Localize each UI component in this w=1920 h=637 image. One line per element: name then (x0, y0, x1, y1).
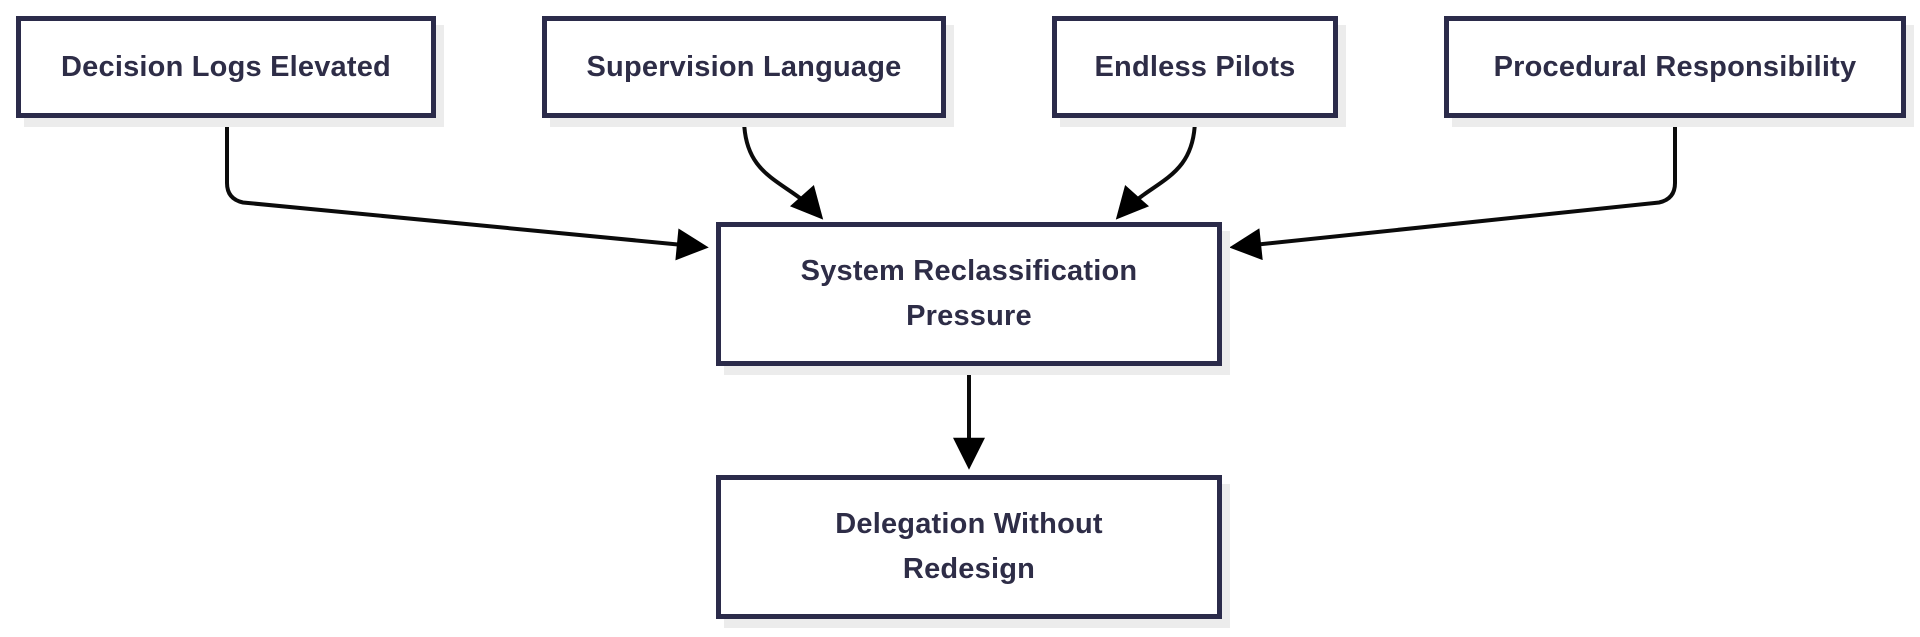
node-decision-logs-elevated: Decision Logs Elevated (16, 16, 436, 118)
node-label: Procedural Responsibility (1493, 50, 1857, 83)
edge-supervision-to-pressure (742, 117, 824, 220)
node-supervision-language: Supervision Language (542, 16, 946, 118)
node-endless-pilots: Endless Pilots (1052, 16, 1338, 118)
node-label: Decision Logs Elevated (61, 50, 391, 83)
node-label: Supervision Language (586, 50, 902, 83)
node-label: Endless Pilots (1094, 50, 1296, 83)
edge-decision-to-pressure (225, 118, 709, 261)
node-label: Delegation Without Redesign (835, 508, 1103, 585)
node-procedural-responsibility: Procedural Responsibility (1444, 16, 1906, 118)
node-system-reclassification-pressure: System Reclassification Pressure (716, 222, 1222, 366)
node-label: System Reclassification Pressure (800, 255, 1138, 332)
edge-procedural-to-pressure (1229, 118, 1677, 261)
node-delegation-without-redesign: Delegation Without Redesign (716, 475, 1222, 619)
edge-pilots-to-pressure (1115, 117, 1197, 220)
